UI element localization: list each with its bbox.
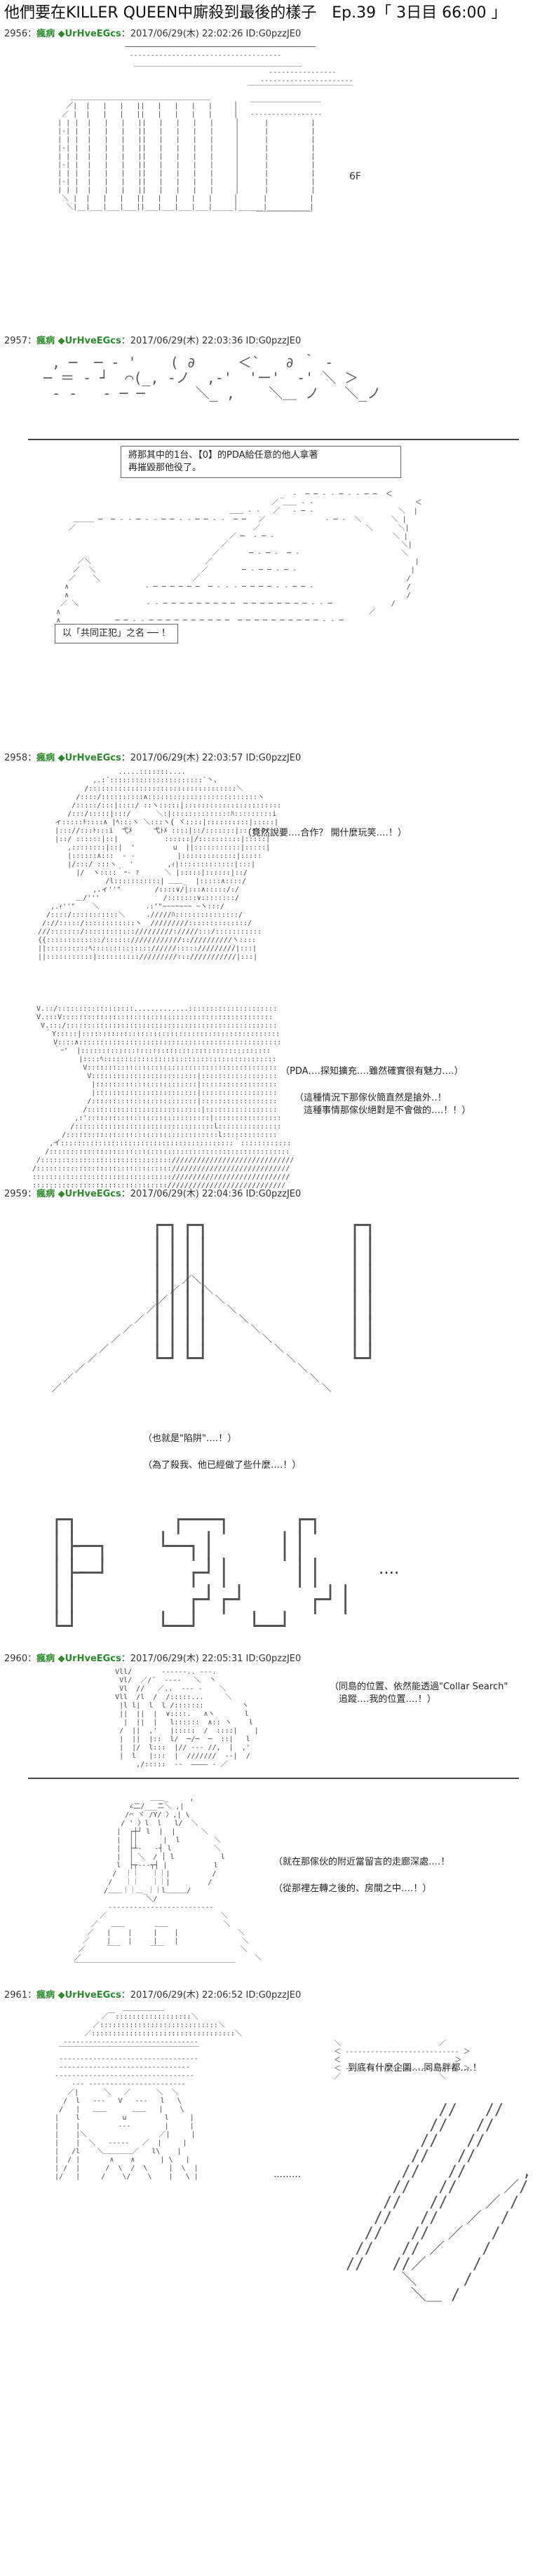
page-title: 他們要在KILLER QUEEN中廝殺到最後的樣子 Ep.39「 3日目 66:… (4, 4, 507, 22)
ascii-art-building: ────────────────────────────────────────… (58, 43, 353, 219)
post-header: 2961：瘋病 ◆UrHveEGcs：2017/06/29(木) 22:06:5… (4, 1989, 301, 2002)
caption-box: 以「共同正犯」之名 ── ！ (55, 624, 178, 643)
ascii-art-corridor: ＿＿_ , ∠二/___ニ＼ ,| /⌒ ヾ /Y/ 〉,| \ / ' 〉l … (74, 1794, 262, 1970)
inner-monologue: （同島的位置、依然能透過"Collar Search" (330, 1682, 508, 1692)
inner-monologue: （也就是"陷阱"‥‥！） (143, 1433, 237, 1444)
post-number: 2960： (4, 1654, 37, 1664)
inner-monologue: 這種事情那傢伙絕對是不會做的‥‥！！） (295, 1105, 471, 1116)
post-header: 2959：瘋病 ◆UrHveEGcs：2017/06/29(木) 22:04:3… (4, 1188, 301, 1201)
post-header: 2958：瘋病 ◆UrHveEGcs：2017/06/29(木) 22:03:5… (4, 752, 301, 765)
poster-name[interactable]: 瘋病 ◆UrHveEGcs (36, 1990, 121, 2001)
poster-name[interactable]: 瘋病 ◆UrHveEGcs (36, 336, 121, 346)
divider (28, 1778, 519, 1779)
post-meta: ：2017/06/29(木) 22:06:52 ID:G0pzzJE0 (121, 1990, 302, 2001)
ascii-art-character-3: Vll/ --‐‐--.. ---. Vl/ ／/¨ ‐‐‐‐ ＼ 丶 Vl /… (115, 1668, 259, 1769)
post-number: 2957： (4, 336, 37, 346)
inner-monologue: （就在那傢伙的附近當留言的走廊深處‥‥！ (274, 1857, 450, 1867)
inner-monologue: （PDA‥‥探知擴充‥‥雖然確實很有魅力‥‥） (281, 1066, 464, 1077)
post-header: 2957：瘋病 ◆UrHveEGcs：2017/06/29(木) 22:03:3… (4, 335, 301, 348)
post-header: 2960：瘋病 ◆UrHveEGcs：2017/06/29(木) 22:05:3… (4, 1653, 301, 1665)
ellipsis: ……… (274, 2169, 301, 2180)
post-meta: ：2017/06/29(木) 22:03:57 ID:G0pzzJE0 (121, 753, 302, 763)
poster-name[interactable]: 瘋病 ◆UrHveEGcs (36, 753, 121, 763)
post-header: 2956：瘋病 ◆UrHveEGcs：2017/06/29(木) 22:02:2… (4, 28, 301, 41)
post-meta: ：2017/06/29(木) 22:04:36 ID:G0pzzJE0 (121, 1189, 302, 1199)
poster-name[interactable]: 瘋病 ◆UrHveEGcs (36, 1189, 121, 1199)
ascii-art-dokun: ┌┐ ┌──┐ ┌┐ │├─┐ └─┐│ ││ │├─┘ ┌┘│ ││ ││ ┌… (49, 1506, 353, 1641)
inner-monologue: （為了殺我、他已經做了些什麼‥‥！） (143, 1460, 302, 1471)
ascii-art-character-2: V.::/::::::::::::::::::.............::::… (32, 1005, 295, 1190)
post-number: 2958： (4, 753, 37, 763)
post-meta: ：2017/06/29(木) 22:02:26 ID:G0pzzJE0 (121, 29, 302, 39)
ascii-art-sfx-end: // // // // // // // // // // , // // ／/… (345, 2101, 532, 2304)
post-number: 2956： (4, 29, 37, 39)
inner-monologue: （這種情況下那傢伙簡直然是搶外‥！ (295, 1093, 447, 1103)
divider (28, 439, 519, 440)
post-meta: ：2017/06/29(木) 22:03:36 ID:G0pzzJE0 (121, 336, 302, 346)
speech-line: 到底有什麼企圖‥‥同島胖都‥‥！ (348, 2063, 482, 2073)
ascii-art-character-1: .....:::::::.... ,.:´:::::::::::::::::::… (38, 768, 282, 961)
ascii-art-trap: _ ‐ ─ ─ ‐ ‐ ─ ‐ ‐ ─ ─ ＜ ／ ＿＿ ‐ ‐ ＜ ＿＿ ‐ … (56, 491, 422, 625)
floor-label: 6F (349, 171, 361, 182)
ascii-art-sfx-big: ┌┐┌┐ ┌┐ ││││ ││ ││││ ││ ││││ ││ ││││ ││ … (149, 1211, 378, 1373)
poster-name[interactable]: 瘋病 ◆UrHveEGcs (36, 1654, 121, 1664)
post-meta: ：2017/06/29(木) 22:05:31 ID:G0pzzJE0 (121, 1654, 302, 1664)
ascii-art-character-4: ＿＿＿＿＿＿ ／￣::::::::::::::::::＼ ／::::::::::… (55, 2005, 242, 2181)
post-number: 2959： (4, 1189, 37, 1199)
ascii-art-roof: ／＼ ／ ＼ ／ ＼ ／ ＼ ／ ＼ ／ ＼ ／ (51, 1275, 332, 1394)
inner-monologue: 追蹤‥‥我的位置‥‥！） (330, 1694, 436, 1705)
ellipsis: ‥‥ (379, 1560, 400, 1578)
post-number: 2961： (4, 1990, 37, 2001)
poster-name[interactable]: 瘋病 ◆UrHveEGcs (36, 29, 121, 39)
inner-monologue: （從那裡左轉之後的、房間之中‥‥！） (274, 1883, 432, 1894)
speech-bubble: ＼ ／ ＜ ‐‐‐‐‐‐‐‐‐‐‐‐‐‐‐‐‐‐‐‐‐‐‐‐‐‐‐ ＞ ＜ ＞ … (334, 2040, 471, 2081)
inner-monologue: （竟然說要‥‥合作？ 開什麼玩笑‥‥！） (243, 828, 407, 838)
ascii-art-sfx: , ─ ─ ‐ ' ( ∂ ＜` ∂ ｀ ‐ ─ ＝ ‐ ┘ ⌒(_, ‐ノ ,… (43, 354, 381, 402)
narration-box: 將那其中的1台、【0】的PDA給任意的他人拿著 再摧毀那他役了。 (121, 446, 401, 478)
